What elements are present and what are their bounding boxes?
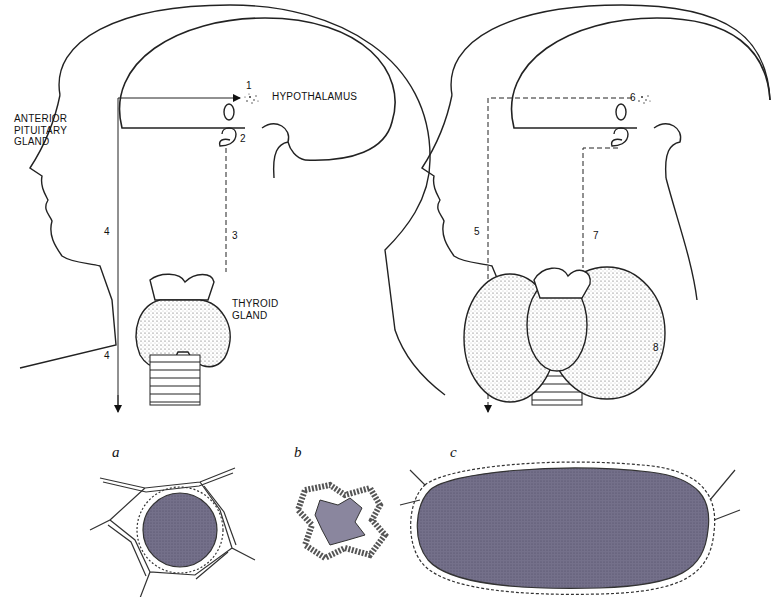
part-label: HYPOTHALAMUS — [272, 91, 357, 103]
callout-number: 1 — [246, 80, 252, 92]
callout-number: 3 — [232, 230, 238, 242]
callout-number: 7 — [593, 230, 599, 242]
panel-letter: c — [450, 444, 457, 461]
callout-number: 8 — [653, 342, 659, 354]
panel-letter: a — [112, 444, 120, 461]
callout-number: 2 — [240, 133, 246, 145]
part-label: THYROID GLAND — [232, 298, 302, 321]
callout-number: 4 — [104, 226, 110, 238]
callout-number: 5 — [474, 226, 480, 238]
part-label: ANTERIOR PITUITARY GLAND — [14, 113, 98, 148]
callout-number: 6 — [630, 92, 636, 104]
panel-letter: b — [294, 444, 302, 461]
callout-number: 4 — [104, 350, 110, 362]
